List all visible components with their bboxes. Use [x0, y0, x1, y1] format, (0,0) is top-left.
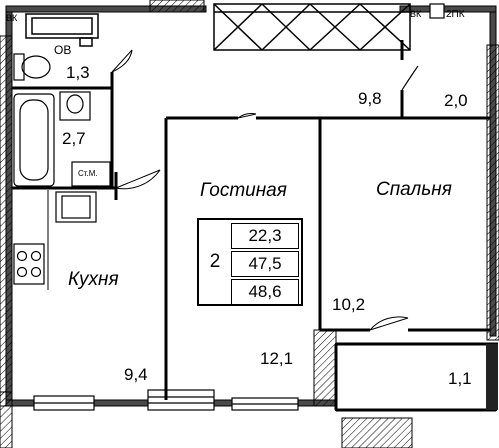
- tag-ve: ВК: [6, 13, 18, 23]
- area-wc: 1,3: [66, 63, 90, 82]
- top-window: [213, 3, 411, 51]
- doors: [111, 49, 419, 331]
- column-top-right: [429, 3, 445, 19]
- bath-sink: [59, 91, 91, 121]
- room-name-kitchen: Кухня: [68, 269, 119, 290]
- tag-pk: 2ПК: [446, 9, 465, 20]
- wc-sink-top: [25, 13, 99, 47]
- tag-ov: ОВ: [54, 43, 72, 57]
- tag-st: Ст.М.: [78, 169, 98, 178]
- area-living: 12,1: [260, 349, 294, 368]
- total-area-cell: 47,5: [231, 251, 299, 277]
- kitchen-sink: [55, 191, 97, 223]
- stove: [13, 243, 45, 285]
- area-balcony: 1,1: [448, 369, 472, 388]
- area-summary-box: 2 22,3 47,5 48,6: [197, 218, 303, 306]
- area-storage: 2,0: [444, 91, 468, 110]
- toilet: [13, 53, 51, 81]
- room-name-living: Гостиная: [200, 180, 287, 201]
- balcony: [335, 343, 498, 448]
- room-name-bedroom: Спальня: [376, 179, 452, 200]
- washing-machine: [71, 161, 111, 187]
- bathtub: [13, 93, 55, 187]
- tag-vk: ВК: [410, 9, 422, 19]
- living-area-cell: 22,3: [231, 223, 299, 249]
- area-kitchen: 9,4: [124, 365, 148, 384]
- area-hall: 9,8: [358, 89, 382, 108]
- total-with-balcony-cell: 48,6: [231, 279, 299, 305]
- area-bath: 2,7: [62, 129, 86, 148]
- area-bedroom: 10,2: [332, 295, 366, 314]
- room-count: 2: [209, 251, 221, 272]
